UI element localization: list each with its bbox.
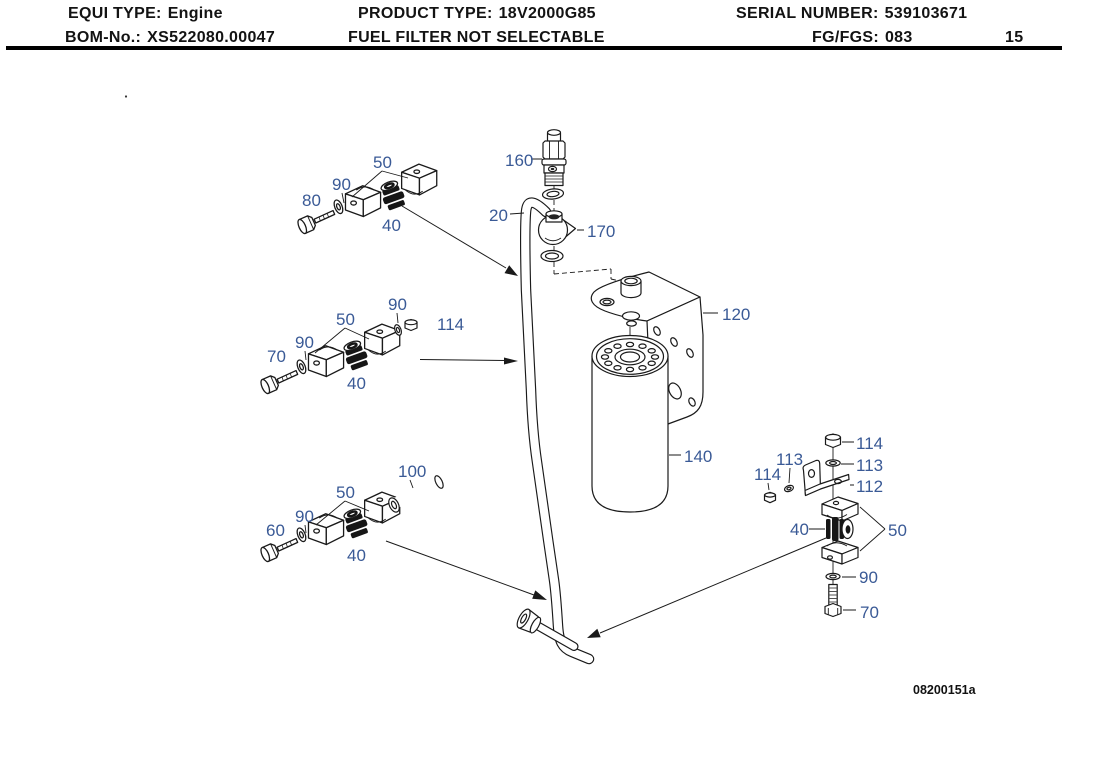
drawing-number: 08200151a (913, 683, 977, 697)
callout-112: 112 (856, 477, 883, 496)
callout-113: 113 (776, 450, 803, 469)
equi-type-label: EQUI TYPE: (68, 5, 162, 22)
bom-no-value: XS522080.00047 (147, 29, 276, 46)
callouts: 160 20 170 120 140 50 90 80 40 50 90 70 … (266, 151, 907, 622)
equi-type: EQUI TYPE: Engine (68, 5, 223, 23)
serial-number-label: SERIAL NUMBER: (736, 5, 879, 22)
middle-assembly-washer-nut (394, 318, 418, 336)
product-type-value: 18V2000G85 (498, 5, 596, 22)
fuel-filter-cartridge (591, 334, 669, 513)
grommet-right (826, 517, 854, 541)
washer-90-right (825, 572, 841, 581)
callout-114: 114 (437, 315, 464, 334)
callout-120: 120 (722, 305, 750, 324)
callout-50: 50 (373, 153, 392, 172)
fg-fgs: FG/FGS: 083 (812, 29, 913, 47)
callout-50: 50 (336, 483, 355, 502)
callout-90: 90 (859, 568, 878, 587)
callout-160: 160 (505, 151, 533, 170)
arrowhead (532, 590, 547, 600)
callout-40: 40 (347, 374, 366, 393)
serial-number-value: 539103671 (884, 5, 968, 22)
page-number: 15 (1005, 29, 1024, 46)
clamp-half-lower-right (821, 540, 859, 565)
position-arrows (385, 205, 827, 638)
hex-nut-114 (824, 433, 842, 449)
callout-113: 113 (856, 456, 883, 475)
product-type: PRODUCT TYPE: 18V2000G85 (358, 5, 596, 23)
speck (124, 95, 128, 98)
callout-60: 60 (266, 521, 285, 540)
arrowhead (504, 357, 518, 365)
bracket-112 (802, 459, 850, 497)
callout-80: 80 (302, 191, 321, 210)
fg-fgs-label: FG/FGS: (812, 29, 879, 46)
callout-20: 20 (489, 206, 508, 225)
equi-type-value: Engine (167, 5, 223, 22)
callout-70: 70 (860, 603, 879, 622)
header-rule (6, 46, 1062, 50)
callout-70: 70 (267, 347, 286, 366)
bolt-70-right (824, 583, 842, 618)
fuel-pipe (520, 197, 595, 665)
callout-140: 140 (684, 447, 712, 466)
banjo-fitting (537, 210, 577, 246)
callout-100: 100 (398, 462, 426, 481)
callout-90: 90 (388, 295, 407, 314)
callout-114: 114 (754, 465, 781, 484)
arrowhead (587, 628, 601, 638)
washer-113-left (783, 484, 795, 493)
filter-face-holes (600, 341, 660, 373)
callout-40: 40 (347, 546, 366, 565)
seal-ring-upper (541, 188, 565, 200)
washer-113 (825, 459, 841, 467)
callout-40: 40 (790, 520, 809, 539)
callout-170: 170 (587, 222, 615, 241)
callout-90: 90 (295, 333, 314, 352)
bom-no-label: BOM-No.: (65, 29, 142, 46)
serial-number: SERIAL NUMBER: 539103671 (736, 5, 967, 23)
callout-90: 90 (332, 175, 351, 194)
leader-lines (304, 158, 886, 611)
callout-114: 114 (856, 434, 883, 453)
callout-50: 50 (336, 310, 355, 329)
mounting-stack (763, 433, 859, 618)
vent-fitting (541, 129, 567, 187)
callout-50: 50 (888, 521, 907, 540)
product-type-label: PRODUCT TYPE: (358, 5, 493, 22)
spacer-tube (388, 475, 444, 513)
callout-90: 90 (295, 507, 314, 526)
callout-40: 40 (382, 216, 401, 235)
hex-nut-114-left (763, 491, 777, 504)
seal-ring-lower (540, 249, 564, 263)
threaded-stud (620, 275, 642, 299)
filter-nipple (621, 311, 641, 327)
arrowhead (504, 265, 518, 276)
fg-fgs-value: 083 (884, 29, 913, 46)
assembly-title: FUEL FILTER NOT SELECTABLE (348, 29, 605, 46)
bom-no: BOM-No.: XS522080.00047 (65, 29, 275, 47)
clamp-half-upper-right (821, 496, 859, 522)
pipe-union-fitting (516, 608, 579, 651)
